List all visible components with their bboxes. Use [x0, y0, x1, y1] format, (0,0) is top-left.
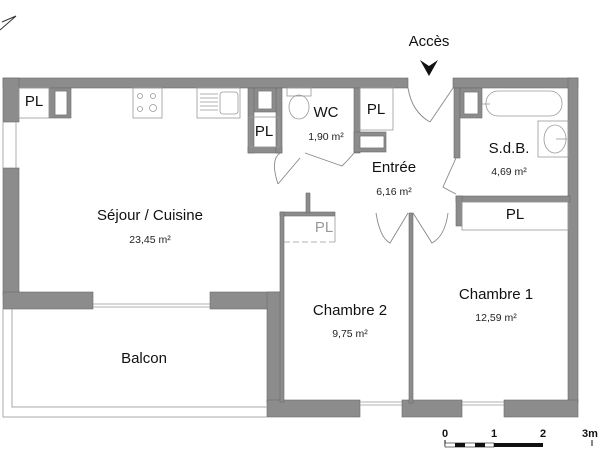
room-name-chambre1: Chambre 1 — [458, 286, 534, 303]
sink-icon — [196, 87, 241, 119]
scale-tick-1: 1 — [490, 428, 498, 440]
closet-label-chambre2: PL — [314, 219, 334, 236]
walls — [2, 77, 579, 418]
closet-label-sdb: PL — [505, 206, 525, 223]
room-area-sdb: 4,69 m² — [491, 166, 527, 178]
closet-label-wc-side: PL — [366, 101, 386, 118]
doors — [274, 87, 457, 244]
closet-label-sejour: PL — [24, 93, 44, 110]
room-name-chambre2: Chambre 2 — [312, 302, 388, 319]
scale-tick-3: 3m — [582, 428, 598, 440]
north-arrow-icon — [0, 15, 17, 31]
washbasin-icon — [537, 120, 569, 158]
room-name-sejour: Séjour / Cuisine — [97, 207, 203, 224]
bathtub-icon — [482, 90, 563, 117]
scale-tick-2: 2 — [539, 428, 547, 440]
scale-bar — [444, 440, 593, 448]
cooktop-icon — [132, 87, 163, 119]
room-name-wc: WC — [313, 104, 339, 121]
entrance-label: Accès — [408, 33, 450, 50]
room-area-entree: 6,16 m² — [376, 186, 412, 198]
room-name-balcon: Balcon — [121, 350, 167, 367]
room-area-chambre1: 12,59 m² — [475, 312, 517, 324]
closet-label-kitchen: PL — [254, 123, 274, 140]
balcony-outline — [2, 309, 267, 418]
toilet-icon — [286, 87, 312, 120]
room-area-wc: 1,90 m² — [308, 131, 344, 143]
scale-tick-0: 0 — [441, 428, 449, 440]
room-area-sejour: 23,45 m² — [129, 234, 171, 246]
room-name-entree: Entrée — [371, 159, 417, 176]
room-area-chambre2: 9,75 m² — [332, 328, 368, 340]
arrow-down-icon — [420, 60, 438, 76]
room-name-sdb: S.d.B. — [488, 140, 530, 157]
